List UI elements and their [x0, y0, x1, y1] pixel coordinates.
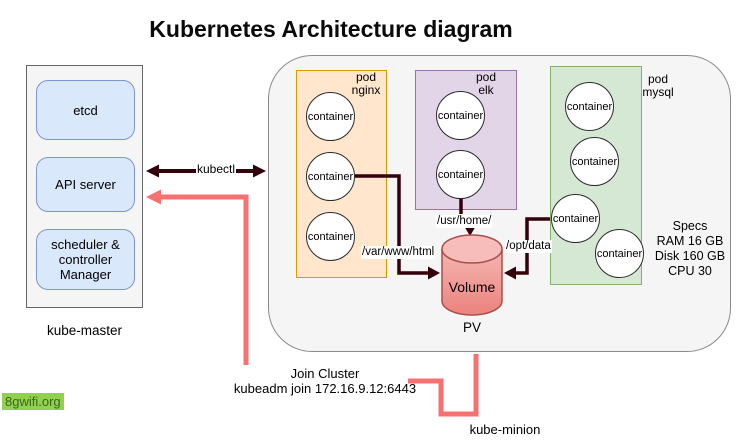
elk-mount-label: /usr/home/: [436, 215, 493, 228]
specs-title: Specs: [672, 219, 708, 233]
pod-nginx-label: pod nginx: [351, 70, 381, 97]
container-circle: container: [436, 91, 485, 140]
join-to-apiserver-line: [146, 189, 249, 365]
container-circle: container: [306, 92, 355, 141]
pod-mysql-label: pod mysql: [642, 72, 674, 99]
container-circle: container: [595, 229, 644, 278]
container-circle: container: [551, 194, 600, 243]
specs-disk: Disk 160 GB: [654, 249, 726, 263]
join-cluster-line1: Join Cluster: [290, 366, 360, 381]
specs-cpu: CPU 30: [668, 264, 712, 278]
join-cluster-line2: kubeadm join 172.16.9.12:6443: [233, 380, 417, 396]
join-cluster-text: Join Cluster kubeadm join 172.16.9.12:64…: [230, 366, 420, 396]
api-server-box: API server: [36, 157, 135, 212]
kube-master-label: kube-master: [46, 323, 123, 338]
watermark-8gwifi: 8gwifi.org: [2, 393, 64, 410]
volume-label: Volume: [448, 279, 496, 295]
kubectl-label: kubectl: [196, 162, 237, 176]
container-circle: container: [570, 137, 619, 186]
diagram-title: Kubernetes Architecture diagram: [149, 16, 513, 42]
etcd-box: etcd: [36, 80, 135, 140]
mysql-mount-label: /opt/data: [505, 240, 552, 253]
container-circle: container: [565, 82, 614, 131]
nginx-mount-label: /var/www/html: [361, 246, 436, 259]
scheduler-controller-box: scheduler & controller Manager: [36, 229, 135, 290]
pv-label: PV: [462, 320, 481, 335]
specs-ram: RAM 16 GB: [656, 234, 724, 248]
specs-block: Specs RAM 16 GB Disk 160 GB CPU 30: [650, 219, 730, 279]
container-circle: container: [436, 150, 485, 199]
pod-elk-label: pod elk: [475, 70, 497, 97]
container-circle: container: [306, 212, 355, 261]
kube-minion-label: kube-minion: [469, 422, 541, 437]
container-circle: container: [306, 152, 355, 201]
